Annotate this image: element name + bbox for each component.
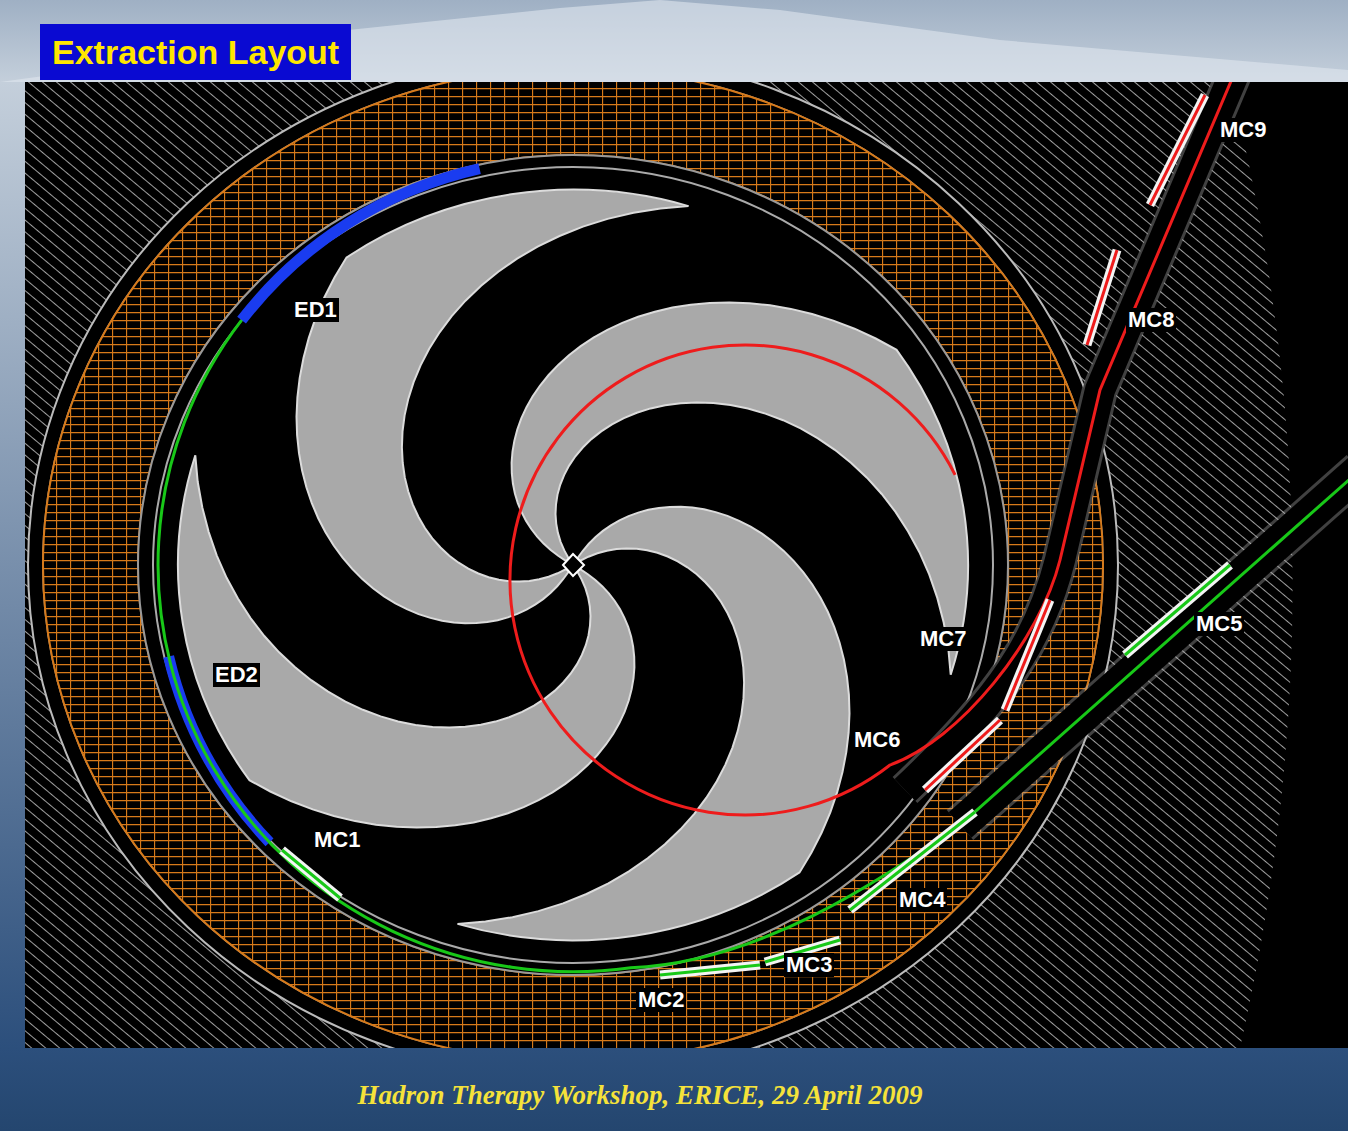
component-label: MC1 [312,828,362,852]
channel [905,82,1240,790]
beam-path [510,82,1240,815]
component-label: ED2 [213,663,260,687]
component-label: MC2 [636,988,686,1012]
pole-sector [297,190,689,624]
deflector [169,657,270,843]
magnetic-channel [282,850,340,898]
magnetic-channel [1125,565,1230,655]
beam-segment [1125,565,1230,655]
beam-segment [282,850,340,898]
magnetic-channel [925,720,1000,790]
deflector [242,169,480,321]
beam-segment [1005,600,1050,710]
magnetic-channel [1150,95,1205,205]
slide-caption: Hadron Therapy Workshop, ERICE, 29 April… [0,1080,1280,1111]
beam-segment [660,965,760,975]
component-label: MC9 [1218,118,1268,142]
beam-segment [925,720,1000,790]
beam-segment [1150,95,1205,205]
yoke-gap [28,82,1118,1048]
center-plug [563,554,584,576]
component-label: MC4 [897,888,947,912]
magnetic-channel [1087,250,1117,345]
mountain [0,0,1348,82]
coil-ring [43,82,1103,1048]
magnetic-channel [660,965,760,975]
slide-title: Extraction Layout [40,24,351,80]
magnetic-channel [1005,600,1050,710]
component-label: MC8 [1126,308,1176,332]
component-label: MC3 [784,953,834,977]
beam-path [158,320,1348,971]
component-label: MC5 [1194,612,1244,636]
component-label: MC6 [852,728,902,752]
beam-segment [1087,250,1117,345]
component-label: ED1 [292,298,339,322]
component-label: MC7 [918,627,968,651]
